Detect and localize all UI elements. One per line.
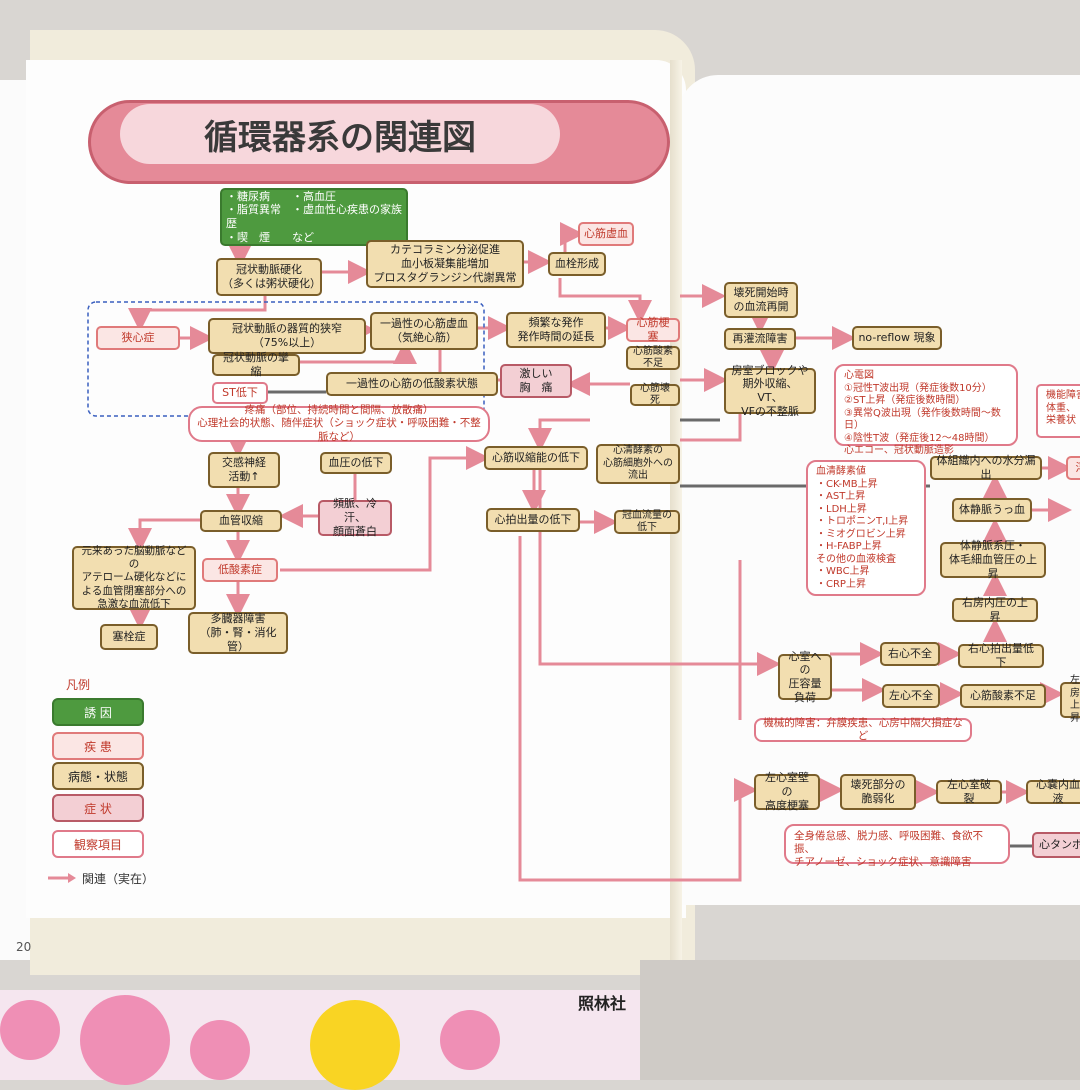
legend-symptom: 症 状 — [52, 794, 144, 822]
yellow-dot — [310, 1000, 400, 1090]
pain-observation-box: 疼痛（部位、持続時間と間隔、放散痛） 心理社会的状態、随伴症状（ショック症状・呼… — [188, 404, 490, 443]
bp-down-box: 血圧の低下 — [320, 452, 392, 474]
venous-pressure-box: 体静脈系圧・ 体毛細血管圧の上昇 — [940, 539, 1046, 580]
left-failure-box: 左心不全 — [882, 684, 940, 708]
st-down-box: ST低下 — [212, 382, 268, 404]
frequent-attacks-box: 頻繁な発作 発作時間の延長 — [506, 312, 606, 348]
reperfusion-start-box: 壊死開始時 の血流再開 — [724, 282, 798, 318]
reperfusion-injury-box: 再灌流障害 — [724, 328, 796, 350]
mi-box: 心筋梗塞 — [626, 316, 680, 343]
legend-inducer: 誘 因 — [52, 698, 144, 726]
angina-box: 狭心症 — [96, 326, 180, 350]
catecholamine-box: カテコラミン分泌促進 血小板凝集能増加 プロスタグランジン代謝異常 — [366, 240, 524, 288]
right-failure-box: 右心不全 — [880, 642, 940, 666]
legend-observation: 観察項目 — [52, 830, 144, 858]
spasm-box: 冠状動脈の攣縮 — [212, 351, 300, 378]
no-reflow-box: no-reflow 現象 — [852, 326, 942, 350]
tachycardia-box: 頻脈、冷汗、 顔面蒼白 — [318, 497, 392, 538]
coronary-flow-box: 冠血流量の低下 — [614, 510, 680, 534]
page-title: 循環器系の関連図 — [204, 118, 476, 158]
pink-dot — [190, 1020, 250, 1080]
lv-infarct-box: 左心室壁の 高度梗塞 — [754, 771, 820, 812]
pericardial-edge-box: 心嚢内血液 — [1026, 778, 1080, 805]
legend-header: 凡例 — [66, 678, 91, 692]
coronary-arteriosclerosis: 冠状動脈硬化 （多くは粥状硬化） — [216, 258, 322, 296]
rupture-box: 左心室破裂 — [936, 778, 1002, 805]
stenosis-box: 冠状動脈の器質的狭窄 （75%以上） — [208, 318, 366, 354]
page-number: 20 — [16, 940, 32, 954]
venous-congestion-box: 体静脈うっ血 — [952, 498, 1032, 522]
chest-pain-box: 激しい 胸 痛 — [500, 364, 572, 398]
right-edge-box: 機能障害 体重、 栄養状 — [1036, 384, 1080, 438]
hypoxemia-box: 低酸素症 — [202, 558, 278, 582]
transient-ischemia-box: 一過性の心筋虚血 （気絶心筋） — [370, 312, 478, 350]
pink-dot — [0, 1000, 60, 1060]
ischemia-top-box: 心筋虚血 — [578, 222, 634, 246]
la-edge-box: 左房 上昇 — [1060, 675, 1080, 724]
lower-right-surface — [640, 960, 1080, 1080]
contractility-box: 心筋収縮能の低下 — [484, 446, 588, 470]
inducer-box: ・糖尿病 ・高血圧 ・脂質異常 ・虚血性心疾患の家族歴 ・喫 煙 など — [220, 188, 408, 246]
tamponade-edge-box: 心タンポ — [1032, 832, 1080, 858]
myo-o2-box: 心筋酸素不足 — [960, 684, 1046, 708]
shock-symptoms-box: 全身倦怠感、脱力感、呼吸困難、食欲不振、 チアノーゼ、ショック症状、意識障害 — [784, 824, 1010, 868]
ra-pressure-box: 右房内圧の上昇 — [952, 596, 1038, 623]
fragile-box: 壊死部分の 脆弱化 — [840, 774, 916, 810]
hypoxia-box: 心筋酸素不足 — [626, 346, 680, 370]
pressure-load-box: 心室への 圧容量負荷 — [778, 650, 832, 704]
prior-athero-box: 元来あった脳動脈などの アテローム硬化などに よる血管閉塞部分への 急激な血流低… — [72, 545, 196, 610]
publisher-name: 照林社 — [578, 994, 627, 1013]
enzymes-box: 血清酵素値 ・CK-MB上昇 ・AST上昇 ・LDH上昇 ・トロポニンT,I上昇… — [806, 460, 926, 596]
arrhythmia-box: 房室ブロックや 期外収縮、VT、 VFの不整脈 — [724, 364, 816, 418]
legend-disease: 疾 患 — [52, 732, 144, 760]
sympathetic-box: 交感神経 活動↑ — [208, 452, 280, 488]
title-banner-inner — [120, 104, 560, 164]
thrombus-box: 血栓形成 — [548, 252, 606, 276]
vasoconstriction-box: 血管収縮 — [200, 510, 282, 532]
legend-relation-label: 関連（実在） — [82, 872, 155, 886]
ecg-box: 心電図 ①冠性T波出現（発症後数10分） ②ST上昇（発症後数時間） ③異常Q波… — [834, 364, 1018, 456]
right-edge-small: 浮 — [1066, 456, 1080, 480]
co-down-box: 心拍出量の低下 — [486, 508, 580, 532]
legend-arrow — [48, 873, 76, 883]
mof-box: 多臓器障害 （肺・腎・消化管） — [188, 612, 288, 654]
water-leak-box: 体組織内への水分漏出 — [930, 454, 1042, 481]
legend-condition: 病態・状態 — [52, 762, 144, 790]
mechanical-box: 機械的障害：弁膜疾患、心房中隔欠損症など — [754, 717, 972, 742]
pink-dot — [80, 995, 170, 1085]
enzymes-leak-box: 心清酵素の 心筋細胞外への流出 — [596, 444, 680, 484]
pink-dot — [440, 1010, 500, 1070]
embolism-box: 塞栓症 — [100, 624, 158, 650]
transient-hypoxia-box: 一過性の心筋の低酸素状態 — [326, 372, 498, 396]
rv-output-box: 右心拍出量低下 — [958, 642, 1044, 669]
necrosis-box: 心筋壊死 — [630, 383, 680, 406]
